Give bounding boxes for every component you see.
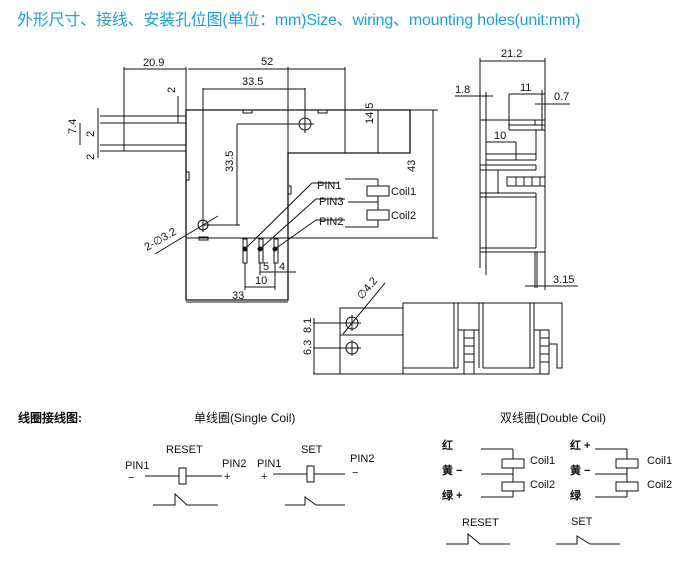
- side-view: 21.2 1.8 11 0.7 10: [455, 48, 578, 290]
- dim-2-a: 2: [85, 131, 97, 137]
- dim-10-side: 10: [494, 130, 506, 142]
- dim-11: 11: [520, 82, 531, 94]
- double-set-switch: [556, 535, 620, 545]
- page-title: 外形尺寸、接线、安装孔位图(单位：mm)Size、wiring、mounting…: [17, 12, 581, 29]
- dim-5: 5: [263, 261, 269, 273]
- double-reset-switch: [446, 532, 510, 545]
- single-reset-label: RESET: [166, 444, 203, 456]
- coil1-symbol: [366, 185, 390, 197]
- dim-8-1: 8.1: [302, 318, 314, 333]
- wiring-section: 线圈接线图: 单线圈(Single Coil) RESET PIN1 − PIN…: [18, 410, 672, 545]
- dim-43: 43: [406, 160, 418, 172]
- pin2-label: PIN2: [319, 216, 343, 228]
- dim-4: 4: [279, 261, 285, 273]
- bottom-view: ∅4.2 8.1 6.3: [302, 275, 563, 375]
- dim-6-3: 6.3: [302, 340, 314, 355]
- double-left-coil1-label: Coil1: [530, 455, 555, 467]
- single-set-switch: [285, 496, 345, 506]
- dim-1-8: 1.8: [455, 84, 470, 96]
- dim-10: 10: [255, 275, 267, 287]
- double-right-yellow: 黄 −: [570, 463, 590, 477]
- wiring-heading: 线圈接线图:: [18, 410, 82, 425]
- single-set-coil: [306, 465, 315, 483]
- double-right-red: 红 +: [570, 438, 590, 452]
- dim-2-b: 2: [85, 154, 97, 160]
- single-set-right-pin: PIN2: [350, 453, 374, 465]
- double-right-coil2-label: Coil2: [647, 479, 672, 491]
- double-reset-switch-group: RESET: [446, 517, 510, 545]
- coil2-label: Coil2: [391, 210, 416, 222]
- single-set-left-pin: PIN1: [257, 458, 281, 470]
- double-right-green: 绿: [570, 488, 582, 502]
- dim-33: 33: [232, 290, 244, 302]
- single-coil-title: 单线圈(Single Coil): [194, 411, 295, 425]
- double-left-coil2: [501, 481, 525, 492]
- single-set-left-sign: +: [261, 471, 267, 483]
- double-left-yellow: 黄 −: [442, 463, 462, 477]
- single-set-right-sign: −: [352, 467, 358, 479]
- double-left-coil2-label: Coil2: [530, 479, 555, 491]
- coil1-label: Coil1: [391, 186, 416, 198]
- double-left-green: 绿 +: [442, 488, 462, 502]
- single-reset-switch: [153, 492, 218, 506]
- dim-33-5-h: 33.5: [242, 76, 263, 88]
- dim-0-7: 0.7: [554, 91, 569, 103]
- double-left-red: 红: [442, 438, 453, 452]
- dim-3-15: 3.15: [553, 274, 574, 286]
- double-right-coil1: [615, 458, 639, 469]
- single-reset-left-pin: PIN1: [125, 460, 149, 472]
- single-reset-left-sign: −: [128, 472, 134, 484]
- double-left-coil1: [501, 458, 525, 469]
- single-reset-diagram: RESET PIN1 − PIN2 +: [125, 444, 246, 506]
- pin3-label: PIN3: [319, 196, 343, 208]
- single-set-label: SET: [301, 444, 323, 456]
- dim-21-2: 21.2: [501, 48, 522, 60]
- pin1-label: PIN1: [317, 180, 341, 192]
- dim-hole-3-2: 2-∅3.2: [143, 226, 179, 254]
- single-reset-right-pin: PIN2: [222, 458, 246, 470]
- dim-hole-4-2: ∅4.2: [355, 275, 380, 302]
- single-reset-coil: [178, 467, 187, 485]
- double-right-coil1-label: Coil1: [647, 455, 672, 467]
- double-coil-title: 双线圈(Double Coil): [500, 411, 606, 425]
- double-reset-label: RESET: [462, 517, 499, 529]
- double-left-diagram: 红 黄 − 绿 + Coil1 Coil2: [442, 438, 555, 502]
- coil2-symbol: [366, 209, 390, 221]
- double-set-switch-group: SET: [556, 516, 620, 545]
- single-set-diagram: SET PIN1 + PIN2 −: [257, 444, 374, 506]
- double-set-label: SET: [571, 516, 593, 528]
- front-body-outline: [185, 109, 411, 301]
- dim-2-top: 2: [166, 87, 178, 93]
- double-right-coil2: [615, 481, 639, 492]
- single-reset-right-sign: +: [224, 471, 230, 483]
- dim-52: 52: [261, 56, 273, 68]
- dim-14-5: 14.5: [364, 103, 376, 124]
- front-view: 20.9 52 33.5 2 14.5 43 7.4 2 2 33.: [67, 56, 438, 303]
- double-right-diagram: 红 + 黄 − 绿 Coil1 Coil2: [570, 438, 672, 502]
- dim-7-4: 7.4: [67, 119, 79, 134]
- dim-33-5-v: 33.5: [224, 151, 236, 172]
- dim-20-9: 20.9: [143, 57, 164, 69]
